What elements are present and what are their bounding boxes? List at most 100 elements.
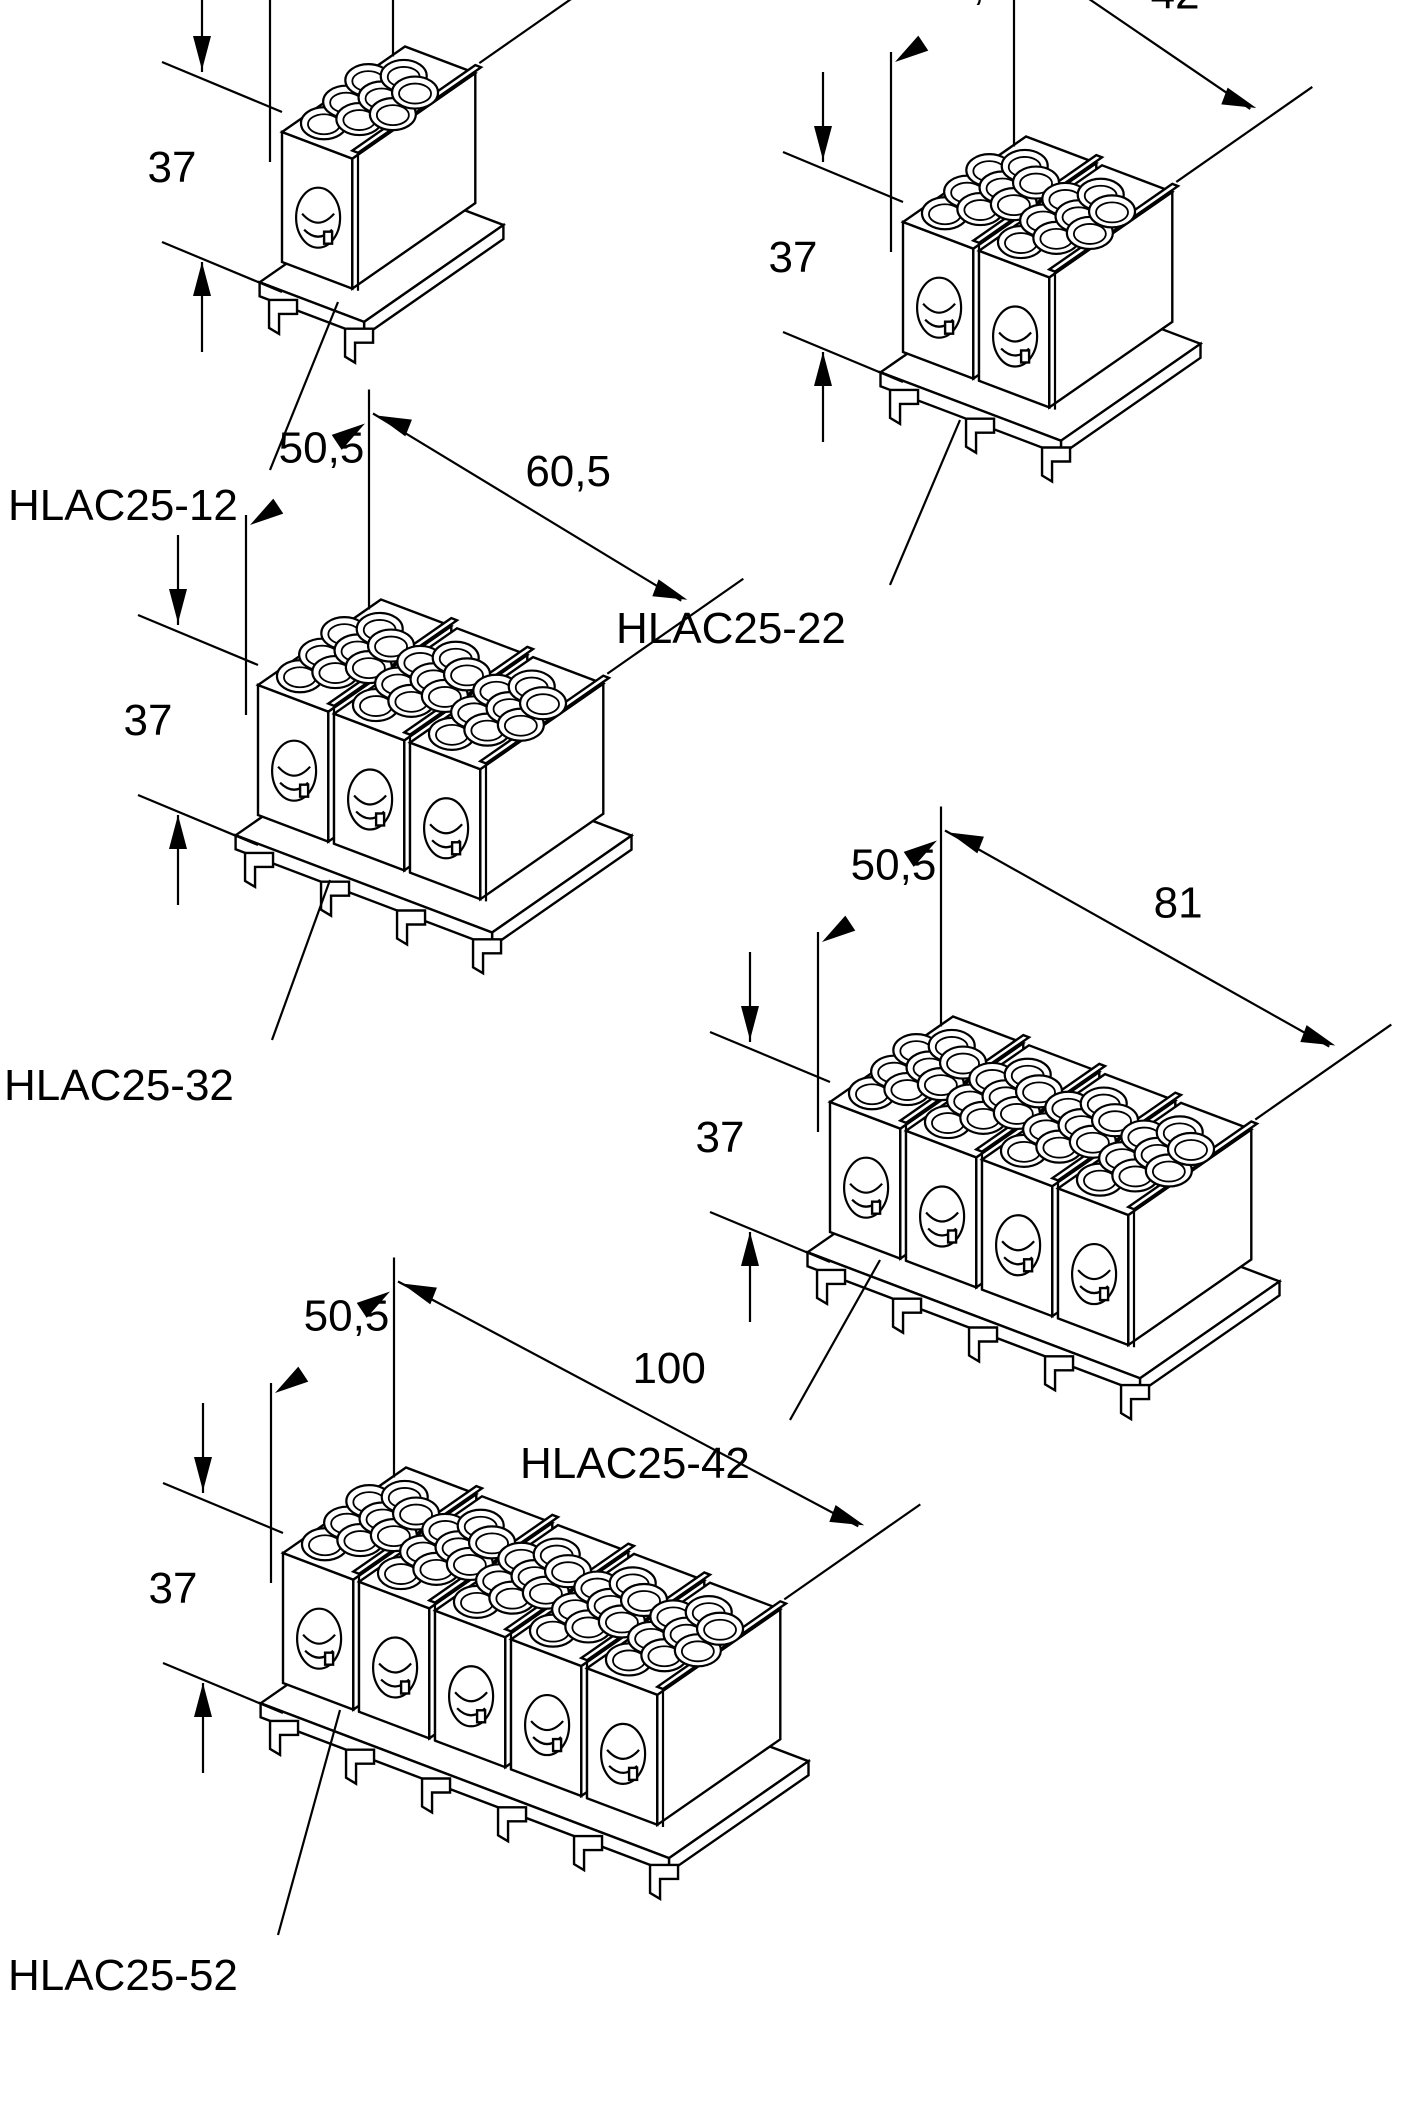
arrow-head xyxy=(275,1366,309,1393)
dimension-height-value: 37 xyxy=(769,233,818,282)
dimension-depth: 81 xyxy=(944,829,1392,1121)
clip-foot xyxy=(319,880,351,918)
dimension-width: 50,5 xyxy=(244,389,371,715)
clip-foot xyxy=(815,1268,847,1307)
dimension-height-value: 37 xyxy=(148,143,197,192)
leader-line xyxy=(789,1259,881,1421)
clip-foot xyxy=(888,388,920,427)
product-code: HLAC25-52 xyxy=(8,1951,238,2000)
clamp-opening xyxy=(448,1665,495,1728)
terminal-block xyxy=(584,1581,789,1828)
arrow-head xyxy=(402,1283,437,1305)
clip-foot xyxy=(1043,1355,1075,1393)
dimension-height: 37 xyxy=(148,0,283,352)
product-label: HLAC25-22 xyxy=(616,419,962,653)
arrow-head xyxy=(169,589,187,623)
clamp-opening xyxy=(271,739,318,802)
product-label: HLAC25-52 xyxy=(8,1709,342,2000)
dimension-depth-value: 42 xyxy=(1151,0,1200,19)
dimension-width-value: 50,5 xyxy=(924,0,1010,9)
clip-foot xyxy=(471,938,503,976)
terminal-block xyxy=(1055,1101,1260,1348)
dimension-width: 50,5 xyxy=(269,1257,396,1583)
dimension-depth-value: 60,5 xyxy=(525,447,611,496)
arrow-head xyxy=(194,1683,212,1717)
arrow-head xyxy=(822,915,856,942)
dimension-depth-value: 81 xyxy=(1154,879,1203,928)
dimension-depth-value: 100 xyxy=(632,1344,705,1393)
clamp-opening xyxy=(842,1156,890,1219)
arrow-head xyxy=(741,1232,759,1266)
dimension-height-value: 37 xyxy=(149,1564,198,1613)
clamp-opening xyxy=(915,276,963,339)
arrow-head xyxy=(652,579,688,600)
dimension-width: 50,5 xyxy=(889,0,1016,252)
dimension-height: 37 xyxy=(149,1403,284,1773)
terminal-block xyxy=(407,655,612,902)
clip-foot xyxy=(267,298,299,337)
clip-foot xyxy=(395,909,427,947)
clip-foot xyxy=(496,1806,528,1844)
dimension-width-value: 50,5 xyxy=(279,423,365,472)
arrow-head xyxy=(193,262,211,296)
clip-foot xyxy=(1119,1383,1151,1422)
dimension-width-value: 50,5 xyxy=(851,840,937,889)
dimension-height: 37 xyxy=(769,72,904,442)
arrow-head xyxy=(741,1006,759,1040)
product-code: HLAC25-42 xyxy=(520,1439,750,1488)
arrow-head xyxy=(949,832,984,854)
product-code: HLAC25-22 xyxy=(616,604,846,653)
dimension-height-value: 37 xyxy=(696,1113,745,1162)
dimension-depth: 60,5 xyxy=(372,412,744,675)
clamp-opening xyxy=(918,1185,966,1248)
arrow-head xyxy=(169,815,187,849)
clip-foot xyxy=(891,1297,923,1335)
product-label: HLAC25-32 xyxy=(4,879,332,1110)
arrow-head xyxy=(356,1291,390,1318)
clip-foot xyxy=(420,1777,452,1815)
product-code: HLAC25-12 xyxy=(8,481,238,530)
clamp-opening xyxy=(991,305,1039,368)
clamp-opening xyxy=(296,1607,343,1670)
arrow-head xyxy=(331,423,365,450)
clip-foot xyxy=(243,851,275,890)
arrow-head xyxy=(814,126,832,160)
arrow-head xyxy=(194,1457,212,1491)
terminal-block xyxy=(255,598,460,844)
clamp-opening xyxy=(523,1693,571,1757)
clip-foot xyxy=(343,327,375,365)
dimension-depth: 100 xyxy=(397,1280,921,1601)
product-label: HLAC25-12 xyxy=(8,301,340,530)
terminal-block xyxy=(279,45,484,291)
arrow-head xyxy=(193,36,211,70)
leader-line xyxy=(270,879,332,1041)
arrow-head xyxy=(903,840,937,867)
clip-foot xyxy=(344,1748,376,1786)
dimension-depth: 42 xyxy=(1088,0,1313,183)
clamp-opening xyxy=(423,797,470,860)
arrow-head xyxy=(814,352,832,386)
clamp-opening xyxy=(347,768,394,831)
clamp-opening xyxy=(372,1636,419,1699)
clip-foot xyxy=(1040,446,1072,484)
product-hlac25-22: 37 50,5 42HLAC25-22 xyxy=(616,0,1313,653)
clamp-opening xyxy=(295,186,342,249)
arrow-head xyxy=(829,1504,865,1526)
clamp-opening xyxy=(994,1214,1042,1277)
arrow-head xyxy=(895,35,929,62)
dimension-width: 50,5 xyxy=(268,0,395,162)
dimension-height: 37 xyxy=(124,535,259,905)
product-code: HLAC25-32 xyxy=(4,1061,234,1110)
clip-foot xyxy=(964,417,996,455)
clip-foot xyxy=(572,1834,604,1873)
arrow-head xyxy=(1300,1025,1336,1046)
dimension-width: 50,5 xyxy=(816,806,943,1132)
clip-foot xyxy=(967,1326,999,1364)
dimension-width-value: 50,5 xyxy=(304,1291,390,1340)
clamp-opening xyxy=(1070,1242,1118,1306)
